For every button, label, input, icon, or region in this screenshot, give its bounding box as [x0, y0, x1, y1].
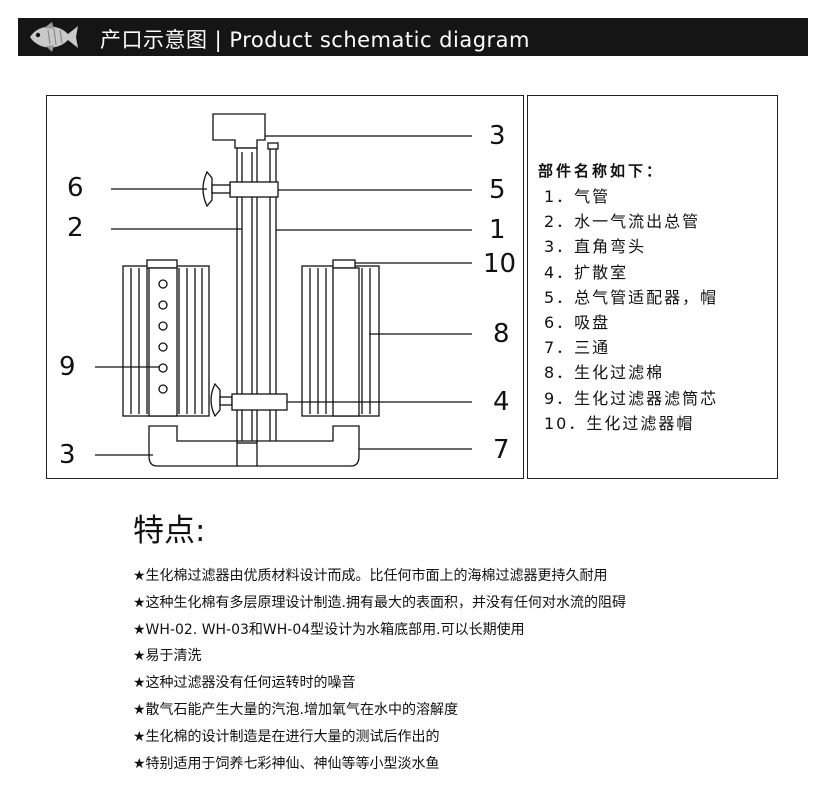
label-right-7: 7 — [493, 435, 510, 465]
part-item: 4．扩散室 — [544, 262, 629, 282]
parts-heading: 部件名称如下： — [538, 162, 665, 180]
features-list: ★生化棉过滤器由优质材料设计而成。比任何市面上的海棉过滤器更持久耐用 ★这种生化… — [133, 563, 626, 777]
label-left-2: 2 — [67, 213, 84, 243]
part-item: 3．直角弯头 — [544, 237, 647, 257]
feature-item: ★这种生化棉有多层原理设计制造.拥有最大的表面积，并没有任何对水流的阻碍 — [133, 594, 626, 611]
label-right-8: 8 — [493, 319, 510, 349]
diffusion-chamber — [231, 393, 288, 411]
schematic-diagram: 6 2 9 3 3 5 1 10 8 4 7 — [46, 95, 524, 479]
feature-item: ★这种过滤器没有任何运转时的噪音 — [133, 675, 356, 692]
fish-icon — [30, 22, 78, 52]
suction-cup-bottom — [210, 382, 221, 418]
part-item: 5．总气管适配器，帽 — [544, 287, 719, 307]
feature-item: ★特别适用于饲养七彩神仙、神仙等等小型淡水鱼 — [133, 755, 440, 772]
label-right-4: 4 — [493, 387, 510, 417]
features-title: 特点: — [133, 513, 206, 549]
suction-cup-top — [202, 170, 213, 208]
feature-item: ★生化棉过滤器由优质材料设计而成。比任何市面上的海棉过滤器更持久耐用 — [133, 568, 608, 584]
part-item: 2．水一气流出总管 — [544, 212, 701, 232]
bottom-elbow-left — [148, 425, 238, 467]
part-item: 8．生化过滤棉 — [544, 363, 665, 383]
part-item: 9．生化过滤器滤筒芯 — [544, 388, 719, 408]
banner-title: 产口示意图 | Product schematic diagram — [100, 28, 530, 52]
label-left-9: 9 — [59, 352, 76, 382]
label-right-5: 5 — [489, 175, 506, 205]
header-banner: 产口示意图 | Product schematic diagram — [18, 18, 808, 56]
bottom-tee-right — [256, 425, 360, 467]
adapter-top — [229, 181, 279, 198]
feature-item: ★易于清洗 — [133, 648, 202, 665]
feature-item: ★WH-02. WH-03和WH-04型设计为水箱底部用.可以长期使用 — [133, 621, 525, 638]
part-item: 7．三通 — [544, 338, 611, 358]
parts-list: 1．气管 2．水一气流出总管 3．直角弯头 4．扩散室 5．总气管适配器，帽 6… — [544, 184, 718, 436]
feature-item: ★散气石能产生大量的汽泡.增加氧气在水中的溶解度 — [133, 701, 458, 718]
label-right-1: 1 — [489, 215, 506, 245]
part-item: 6．吸盘 — [544, 313, 611, 333]
part-item: 10．生化过滤器帽 — [544, 413, 695, 433]
label-right-10: 10 — [483, 249, 516, 279]
label-left-6: 6 — [67, 173, 84, 203]
parts-list-panel: 部件名称如下： 1．气管 2．水一气流出总管 3．直角弯头 4．扩散室 5．总气… — [527, 95, 778, 479]
part-item: 1．气管 — [544, 187, 611, 206]
feature-item: ★生化棉的设计制造是在进行大量的测试后作出的 — [133, 728, 440, 745]
schematic-drawing: 6 2 9 3 3 5 1 10 8 4 7 — [59, 113, 516, 470]
label-right-3: 3 — [489, 121, 506, 151]
label-left-3: 3 — [59, 440, 76, 470]
top-elbow — [212, 113, 266, 149]
